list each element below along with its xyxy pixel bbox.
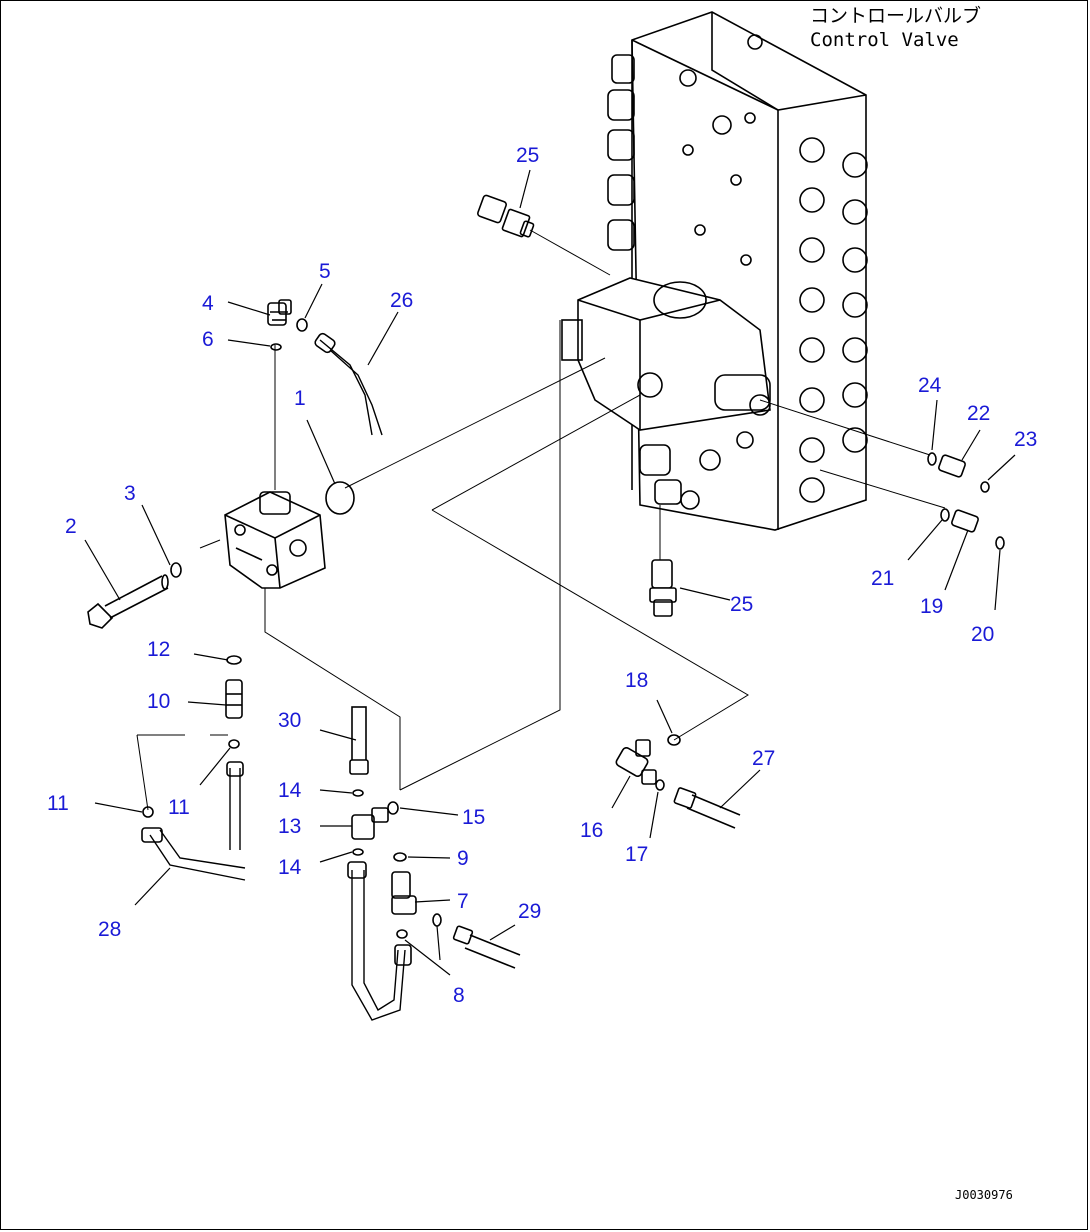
callout-26: 26 (390, 289, 413, 312)
callout-24: 24 (918, 374, 942, 397)
part-9-o-ring (393, 852, 407, 862)
sub-valve-block (224, 491, 326, 589)
part-10-adapter (225, 679, 243, 719)
callout-25-top: 25 (516, 144, 539, 167)
callout-5: 5 (319, 260, 331, 283)
part-15-o-ring (387, 801, 399, 815)
part-25-sensor-top (477, 194, 535, 238)
callout-8: 8 (453, 984, 465, 1007)
part-23-cap (980, 481, 990, 493)
control-valve-body (561, 11, 868, 531)
callout-22: 22 (967, 402, 990, 425)
part-7-elbow (391, 871, 417, 915)
part-11-o-ring-b (142, 806, 154, 818)
callout-labels: 1 2 3 4 5 6 7 8 9 10 11 11 12 13 14 14 1… (47, 144, 1037, 1007)
part-13-tee-fitting (351, 807, 389, 840)
part-14-o-ring-b (352, 848, 364, 856)
part-12-o-ring (226, 655, 242, 665)
callout-28: 28 (98, 918, 121, 941)
callout-10: 10 (147, 690, 170, 713)
callout-19: 19 (920, 595, 943, 618)
callout-14-top: 14 (278, 779, 302, 802)
part-21-o-ring (940, 508, 950, 522)
part-5-o-ring (296, 318, 308, 332)
callout-9: 9 (457, 847, 469, 870)
callout-12: 12 (147, 638, 170, 661)
drawing-code: J0030976 (955, 1188, 1013, 1202)
part-19-fitting (951, 509, 979, 533)
callout-25-bottom: 25 (730, 593, 753, 616)
part-29-tube (452, 925, 521, 969)
guide-lines (136, 229, 946, 811)
callout-2: 2 (65, 515, 77, 538)
callout-18: 18 (625, 669, 648, 692)
callout-23: 23 (1014, 428, 1037, 451)
callout-7: 7 (457, 890, 469, 913)
callout-4: 4 (202, 292, 214, 315)
part-18-o-ring (667, 734, 681, 746)
callout-3: 3 (124, 482, 136, 505)
callout-29: 29 (518, 900, 541, 923)
callout-14-bottom: 14 (278, 856, 302, 879)
callout-1: 1 (294, 387, 306, 410)
part-14-o-ring-a (352, 789, 364, 797)
callout-6: 6 (202, 328, 214, 351)
callout-11-right: 11 (168, 796, 190, 819)
title-japanese: コントロールバルブ (810, 4, 981, 27)
callout-30: 30 (278, 709, 301, 732)
callout-27: 27 (752, 747, 775, 770)
part-1-o-ring (325, 481, 355, 515)
part-30-tube (349, 706, 369, 775)
callout-17: 17 (625, 843, 648, 866)
part-22-fitting (938, 454, 966, 478)
part-25-sensor-bottom (649, 559, 677, 617)
part-28-hose (141, 827, 246, 881)
part-27-tube (673, 787, 741, 829)
callout-15: 15 (462, 806, 485, 829)
part-4-elbow-fitting (267, 299, 292, 326)
callout-13: 13 (278, 815, 301, 838)
part-20-o-ring (995, 536, 1005, 550)
callout-21: 21 (871, 567, 894, 590)
valve-sub-block (561, 277, 771, 431)
short-hose (226, 761, 244, 850)
part-24-o-ring (927, 452, 937, 466)
callout-11-left: 11 (47, 792, 69, 815)
part-2-bolt (87, 574, 169, 629)
part-6-o-ring (270, 343, 282, 351)
leader-lines (84, 169, 1016, 976)
valve-spool-caps-left (607, 54, 682, 505)
part-17-o-ring (655, 779, 665, 791)
callout-16: 16 (580, 819, 603, 842)
part-8-o-ring-a (432, 913, 442, 927)
part-16-elbow (615, 739, 657, 785)
title-english: Control Valve (810, 29, 959, 51)
part-11-o-ring-a (228, 739, 240, 749)
valve-front-details (679, 34, 763, 510)
part-8-o-ring-b (396, 929, 408, 939)
part-26-hose (314, 332, 383, 436)
long-hose (347, 861, 412, 1021)
part-3-washer (170, 562, 182, 578)
valve-spool-caps-right (799, 137, 868, 503)
callout-20: 20 (971, 623, 994, 646)
